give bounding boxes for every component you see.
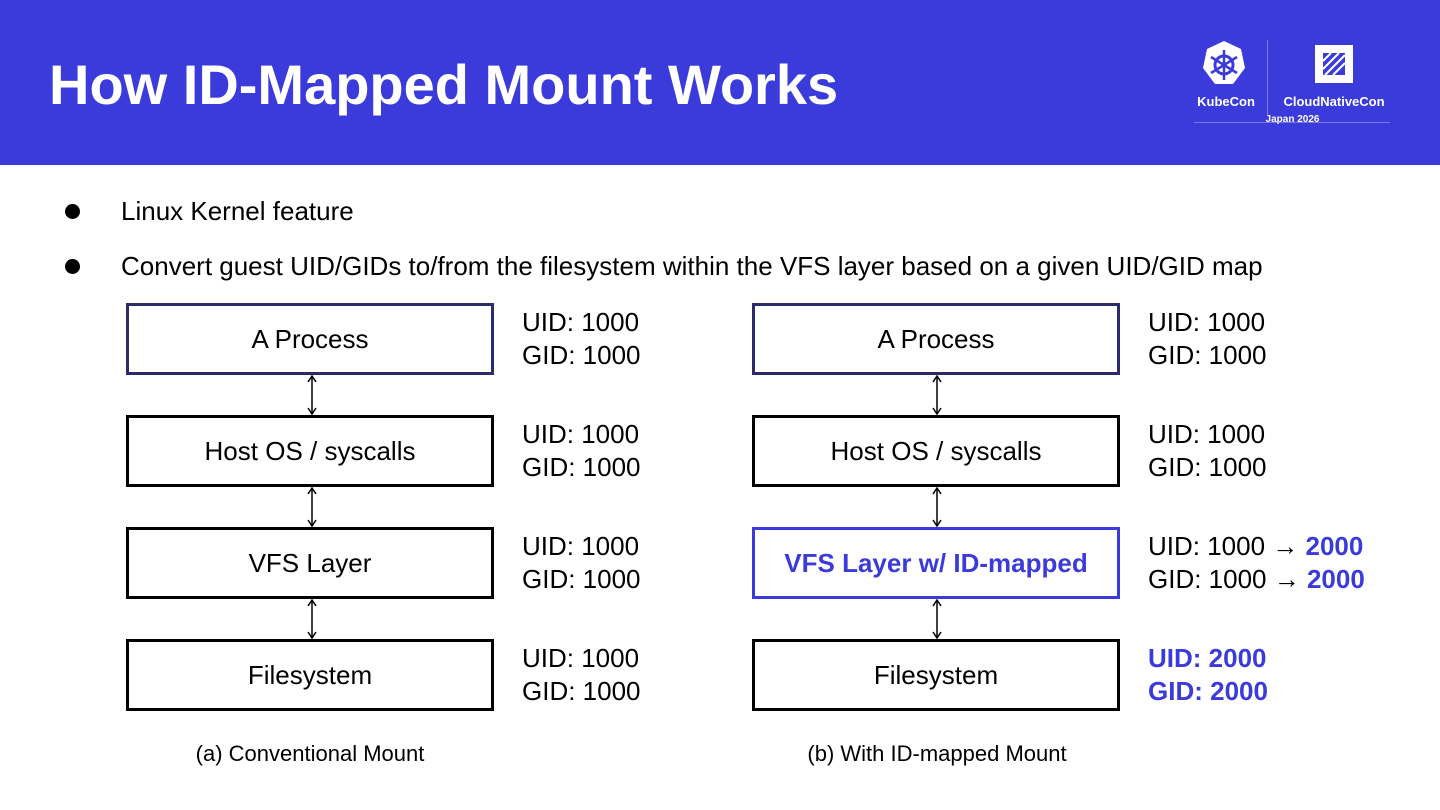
double-arrow-icon	[932, 375, 942, 415]
process-box: A Process	[752, 303, 1120, 375]
vfs-mapped-ids: UID: 1000 → 2000 GID: 1000 → 2000	[1148, 530, 1365, 596]
gid-value: GID: 1000	[1148, 340, 1267, 370]
cloudnativecon-logo: CloudNativeCon	[1274, 38, 1394, 118]
gid-value: GID: 1000	[522, 452, 641, 482]
double-arrow-icon	[932, 487, 942, 527]
uid-original: UID: 1000 →	[1148, 531, 1306, 561]
gid-value: GID: 1000	[522, 340, 641, 370]
filesystem-ids: UID: 1000 GID: 1000	[522, 642, 641, 708]
host-os-ids: UID: 1000 GID: 1000	[522, 418, 641, 484]
cloudnativecon-label: CloudNativeCon	[1283, 94, 1385, 109]
kubernetes-helm-icon	[1203, 41, 1245, 84]
uid-mapped-value: 2000	[1305, 531, 1364, 561]
double-arrow-icon	[307, 487, 317, 527]
process-ids: UID: 1000 GID: 1000	[1148, 306, 1267, 372]
double-arrow-icon	[307, 599, 317, 639]
filesystem-box: Filesystem	[126, 639, 494, 711]
uid-value: UID: 1000	[522, 307, 640, 337]
process-box: A Process	[126, 303, 494, 375]
gid-value: GID: 1000	[522, 676, 641, 706]
vfs-ids: UID: 1000 GID: 1000	[522, 530, 641, 596]
host-os-box: Host OS / syscalls	[752, 415, 1120, 487]
uid-value: UID: 1000	[1148, 307, 1266, 337]
uid-mapping: UID: 1000 → 2000	[1148, 530, 1365, 563]
gid-mapping: GID: 1000 → 2000	[1148, 563, 1365, 596]
kubecon-cloudnativecon-logo: KubeCon CloudNativeCon Japan 2026	[1190, 38, 1395, 133]
title-banner: How ID-Mapped Mount Works KubeCon	[0, 0, 1440, 165]
bullet-text: Convert guest UID/GIDs to/from the files…	[121, 251, 1263, 281]
vfs-layer-box: VFS Layer	[126, 527, 494, 599]
gid-mapped-value: 2000	[1306, 564, 1365, 594]
slide-title: How ID-Mapped Mount Works	[49, 53, 839, 116]
uid-value: UID: 2000	[1148, 643, 1267, 673]
gid-value: GID: 1000	[522, 564, 641, 594]
event-label: Japan 2026	[1265, 114, 1320, 125]
logo-divider	[1267, 40, 1268, 116]
process-ids: UID: 1000 GID: 1000	[522, 306, 641, 372]
uid-value: UID: 1000	[522, 643, 640, 673]
gid-value: GID: 1000	[1148, 452, 1267, 482]
cncf-icon	[1315, 45, 1353, 83]
uid-value: UID: 1000	[1148, 419, 1266, 449]
gid-original: GID: 1000 →	[1148, 564, 1307, 594]
uid-value: UID: 1000	[522, 419, 640, 449]
double-arrow-icon	[307, 375, 317, 415]
vfs-id-mapped-box: VFS Layer w/ ID-mapped	[752, 527, 1120, 599]
kubecon-logo: KubeCon	[1190, 38, 1262, 118]
gid-value: GID: 2000	[1148, 676, 1268, 706]
uid-value: UID: 1000	[522, 531, 640, 561]
host-os-box: Host OS / syscalls	[126, 415, 494, 487]
diagram-caption: (b) With ID-mapped Mount	[807, 741, 1067, 766]
filesystem-mapped-ids: UID: 2000 GID: 2000	[1148, 642, 1268, 708]
double-arrow-icon	[932, 599, 942, 639]
bullet-dot-icon	[65, 259, 80, 274]
bullet-dot-icon	[65, 204, 80, 219]
host-os-ids: UID: 1000 GID: 1000	[1148, 418, 1267, 484]
diagram-caption: (a) Conventional Mount	[195, 741, 425, 766]
bullet-text: Linux Kernel feature	[121, 196, 354, 226]
logo-rule	[1194, 122, 1390, 123]
kubecon-label: KubeCon	[1197, 94, 1255, 109]
filesystem-box: Filesystem	[752, 639, 1120, 711]
